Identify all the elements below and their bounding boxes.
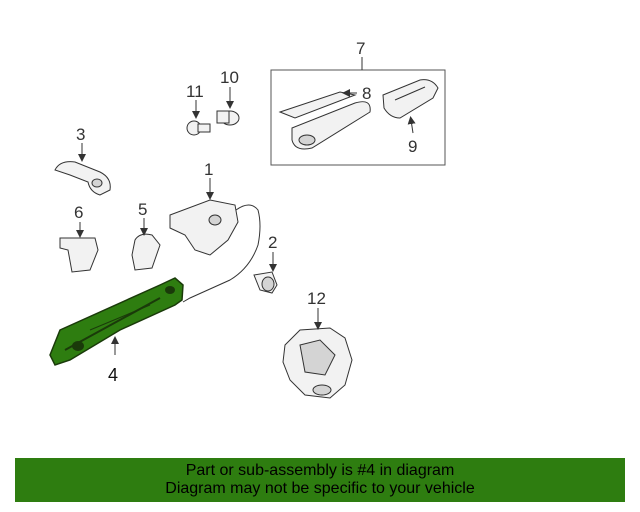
part-5[interactable]: 5	[131, 200, 161, 271]
callout-4: 4	[108, 365, 118, 385]
part-9[interactable]: 9	[382, 79, 439, 156]
part-3[interactable]: 3	[54, 125, 111, 196]
callout-9: 9	[408, 137, 417, 156]
parts-diagram: 7 8 9 10 11 3 6	[49, 39, 446, 399]
banner-line-2: Diagram may not be specific to your vehi…	[165, 480, 475, 497]
callout-2: 2	[268, 233, 277, 252]
banner-line-1: Part or sub-assembly is #4 in diagram	[185, 462, 455, 479]
callout-8: 8	[362, 84, 371, 103]
cable	[182, 204, 261, 303]
callout-7: 7	[356, 39, 365, 58]
part-4-highlighted[interactable]: 4	[49, 277, 184, 385]
part-10[interactable]: 10	[216, 68, 240, 126]
callout-1: 1	[204, 160, 213, 179]
part-1[interactable]: 1	[169, 160, 261, 303]
part-7-box	[270, 69, 446, 166]
callout-11: 11	[186, 82, 204, 101]
callout-6: 6	[74, 203, 83, 222]
callout-3: 3	[76, 125, 85, 144]
part-2[interactable]: 2	[253, 233, 278, 294]
part-6[interactable]: 6	[59, 203, 99, 273]
part-8[interactable]: 8	[278, 84, 371, 150]
callout-5: 5	[138, 200, 147, 219]
callout-10: 10	[220, 68, 239, 87]
callout-12: 12	[307, 289, 326, 308]
part-12[interactable]: 12	[282, 289, 353, 399]
part-7-group[interactable]: 7	[270, 39, 446, 166]
info-banner: Part or sub-assembly is #4 in diagram Di…	[15, 458, 625, 502]
part-11[interactable]: 11	[186, 82, 211, 136]
